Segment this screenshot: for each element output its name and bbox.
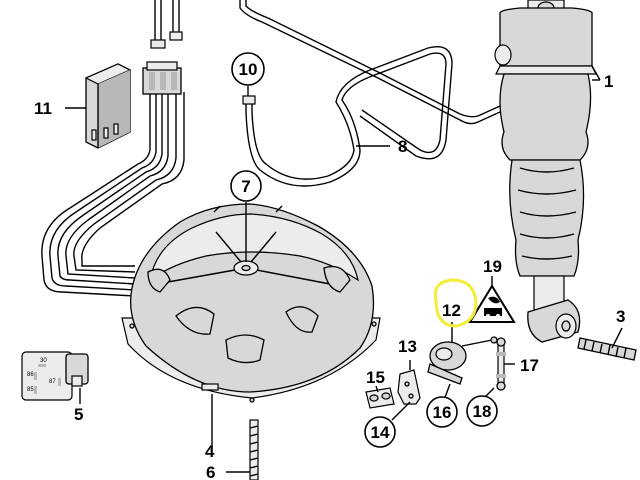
relay: 30 86 85 87 (21, 351, 89, 401)
callout-19: 19 (483, 257, 502, 276)
callout-13: 13 (398, 337, 417, 356)
callout-7: 7 (230, 170, 262, 202)
callout-3: 3 (616, 307, 625, 326)
callout-11: 11 (34, 99, 52, 118)
warning-label (468, 284, 516, 323)
relay-pin-30: 30 (40, 358, 47, 364)
callout-5: 5 (74, 405, 83, 424)
air-line-routing (150, 0, 501, 125)
grommet (365, 387, 395, 409)
callout-16: 16 (426, 396, 458, 428)
callout-18: 18 (466, 395, 498, 427)
air-spring-strut (494, 0, 601, 343)
callout-14-label: 14 (371, 423, 390, 442)
callout-6: 6 (206, 463, 215, 480)
hose-connector (142, 61, 182, 95)
bolt (577, 337, 637, 361)
callout-8: 8 (398, 137, 407, 156)
air-line-loop (242, 46, 453, 187)
control-unit (84, 63, 132, 149)
callout-15: 15 (366, 368, 385, 387)
callout-10-label: 10 (239, 60, 258, 79)
threaded-stud (249, 419, 259, 480)
callout-18-label: 18 (473, 402, 492, 421)
bracket (397, 369, 421, 405)
callout-1: 1 (604, 72, 613, 91)
callout-16-label: 16 (433, 403, 452, 422)
callout-7-label: 7 (241, 177, 250, 196)
callout-12: 12 (442, 301, 461, 320)
compressor-cover (121, 203, 381, 403)
highlight-circle (433, 278, 478, 328)
callout-14: 14 (364, 416, 396, 448)
hose-bundle (41, 92, 185, 297)
callout-4: 4 (205, 442, 215, 461)
relay-pin-87: 87 (49, 379, 56, 385)
relay-pin-85: 85 (27, 387, 34, 393)
leader-lines (65, 79, 623, 473)
height-sensor (427, 336, 498, 385)
relay-pin-86: 86 (27, 372, 34, 378)
callout-17: 17 (520, 356, 539, 375)
callout-10: 10 (231, 52, 265, 86)
sensor-link (496, 337, 506, 391)
